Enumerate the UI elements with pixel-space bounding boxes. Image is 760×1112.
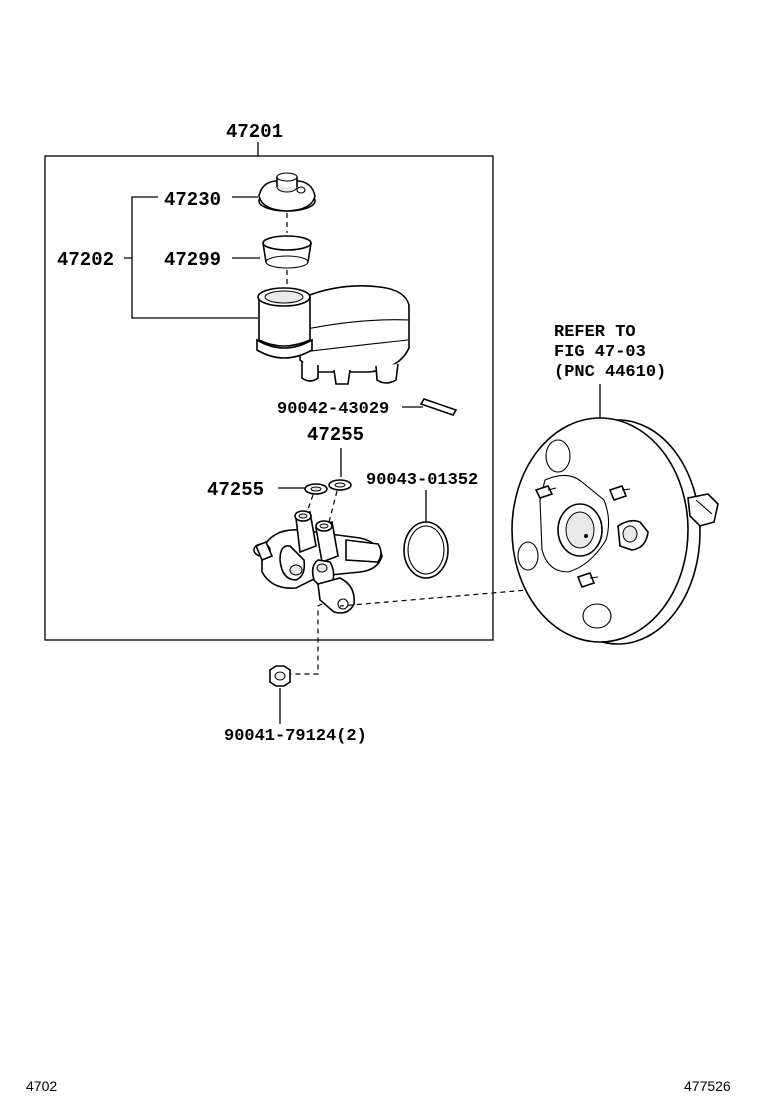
refer-line-2: FIG 47-03 — [554, 343, 646, 362]
label-47202[interactable]: 47202 — [57, 249, 114, 271]
grommet-right[interactable] — [328, 479, 352, 491]
flange-nut[interactable] — [269, 665, 291, 687]
label-47255-left[interactable]: 47255 — [207, 479, 264, 501]
refer-line-3: (PNC 44610) — [554, 363, 666, 382]
reservoir-strainer[interactable] — [262, 235, 312, 269]
label-47299[interactable]: 47299 — [164, 249, 221, 271]
grommet-left[interactable] — [304, 483, 328, 495]
nut-route — [290, 584, 587, 675]
label-90043-01352[interactable]: 90043-01352 — [366, 471, 478, 490]
label-47230[interactable]: 47230 — [164, 189, 221, 211]
o-ring[interactable] — [403, 521, 449, 579]
refer-line-1: REFER TO — [554, 323, 636, 342]
grommet-axis-right — [327, 490, 338, 527]
brake-fluid-reservoir[interactable] — [256, 285, 410, 385]
label-90041-79124[interactable]: 90041-79124(2) — [224, 727, 367, 746]
reservoir-cap[interactable] — [258, 172, 316, 212]
assembly-frame — [44, 155, 494, 641]
footer-figure-number: 4702 — [26, 1078, 57, 1094]
brake-booster[interactable] — [511, 417, 719, 645]
footer-illustration-id: 477526 — [684, 1078, 731, 1094]
spring-pin[interactable] — [419, 398, 458, 416]
group-bracket — [124, 196, 258, 319]
label-47201[interactable]: 47201 — [226, 121, 283, 143]
master-cylinder-body[interactable] — [253, 510, 383, 614]
label-90042-43029[interactable]: 90042-43029 — [277, 400, 389, 419]
label-47255-top[interactable]: 47255 — [307, 424, 364, 446]
